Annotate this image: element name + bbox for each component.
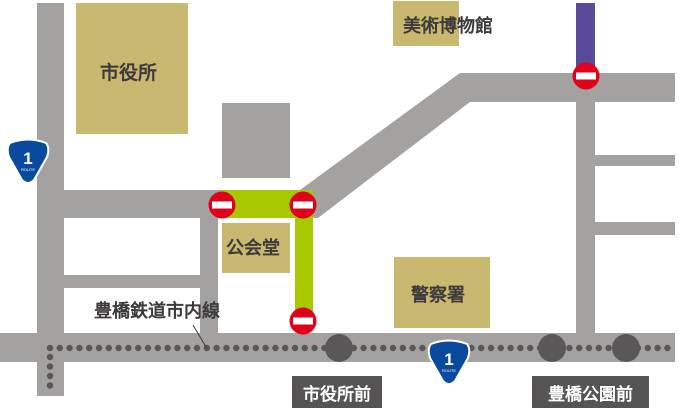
- railway-dot: [291, 344, 299, 352]
- railway-dot: [115, 344, 122, 352]
- building-police: [394, 257, 490, 328]
- svg-text:1: 1: [444, 350, 453, 369]
- railway-dot: [262, 344, 269, 352]
- svg-text:ROUTE: ROUTE: [21, 167, 35, 172]
- label-museum: 美術博物館: [403, 16, 493, 37]
- road-middle-horizontal: [64, 275, 204, 288]
- no-entry-sign-icon: [289, 307, 317, 335]
- railway-dot: [282, 344, 289, 352]
- railway-dot: [125, 344, 132, 352]
- railway-dot: [174, 344, 181, 352]
- railway-dot: [419, 344, 426, 352]
- gray-building: [222, 103, 290, 178]
- station-icon[interactable]: [325, 334, 353, 362]
- station-icon[interactable]: [612, 334, 640, 362]
- railway-leader-line: [192, 324, 207, 348]
- railway-dot: [595, 344, 602, 352]
- railway-dot: [517, 344, 524, 352]
- railway-dot: [144, 344, 152, 352]
- railway-dot: [272, 344, 279, 352]
- railway-dot: [585, 344, 593, 352]
- railway-dot: [301, 344, 308, 352]
- svg-text:ROUTE: ROUTE: [442, 368, 456, 373]
- railway-dot: [478, 344, 485, 352]
- station-icon[interactable]: [538, 334, 566, 362]
- label-railway: 豊橋鉄道市内線: [94, 301, 220, 322]
- route-shield-icon: 1 ROUTE: [6, 138, 50, 184]
- label-city-hall: 市役所: [100, 62, 158, 84]
- railway-dot: [242, 344, 250, 352]
- railway-dot: [135, 344, 142, 352]
- road-right-short-2: [595, 222, 675, 235]
- railway-dot: [105, 344, 113, 352]
- one-way-road: [576, 3, 595, 73]
- route-shield-icon: 1 ROUTE: [427, 339, 471, 385]
- railway-dot: [664, 344, 671, 352]
- railway-dot: [46, 382, 54, 389]
- railway-dot: [184, 344, 191, 352]
- railway-dot: [56, 344, 63, 352]
- railway-dot: [527, 344, 534, 352]
- railway-dot: [95, 344, 103, 352]
- railway-dot: [370, 344, 377, 352]
- railway-dot: [223, 344, 230, 352]
- railway-dot: [360, 344, 367, 352]
- railway-dot: [233, 344, 240, 352]
- road-small-vertical: [200, 218, 218, 335]
- railway-dot: [507, 344, 514, 352]
- road-right-short-1: [595, 155, 675, 166]
- no-entry-sign-icon: [289, 191, 317, 219]
- road-diagonal: [300, 73, 675, 218]
- building-city-hall: [76, 3, 188, 134]
- railway-dot: [193, 344, 201, 352]
- label-police: 警察署: [411, 285, 465, 306]
- road-upper-horizontal: [64, 190, 224, 218]
- railway-dot: [154, 344, 161, 352]
- railway-dot: [654, 344, 661, 352]
- railway-dot: [311, 344, 318, 352]
- railway-dot: [46, 372, 54, 380]
- building-museum: [393, 1, 459, 46]
- station-label[interactable]: 豊橋公園前: [532, 376, 649, 408]
- railway-dot: [497, 344, 504, 352]
- svg-text:1: 1: [23, 149, 32, 168]
- no-entry-sign-icon: [572, 62, 600, 90]
- railway-dot: [203, 344, 210, 352]
- railway-dot: [213, 344, 220, 352]
- station-label[interactable]: 市役所前: [292, 376, 382, 408]
- railway-dot: [380, 344, 387, 352]
- road-left-vertical: [37, 3, 64, 396]
- road-right-vertical: [576, 90, 595, 335]
- railway-dot: [86, 344, 93, 352]
- railway-dot: [566, 344, 573, 352]
- no-entry-sign-icon: [208, 191, 236, 219]
- railway-dot: [66, 344, 73, 352]
- railway-dot: [46, 353, 54, 361]
- railway-dot: [46, 363, 54, 370]
- railway-dot: [576, 344, 583, 352]
- label-public-hall: 公会堂: [226, 238, 280, 259]
- railway-dot: [76, 344, 83, 352]
- railway-dot: [399, 344, 406, 352]
- railway-dot: [605, 344, 612, 352]
- building-public-hall: [222, 223, 290, 273]
- railway-dot: [252, 344, 259, 352]
- railway-dot: [164, 344, 171, 352]
- railway-dot: [389, 344, 397, 352]
- railway-dot: [644, 344, 651, 352]
- railway-dot: [487, 344, 495, 352]
- railway-dot: [46, 344, 54, 352]
- railway-dot: [409, 344, 416, 352]
